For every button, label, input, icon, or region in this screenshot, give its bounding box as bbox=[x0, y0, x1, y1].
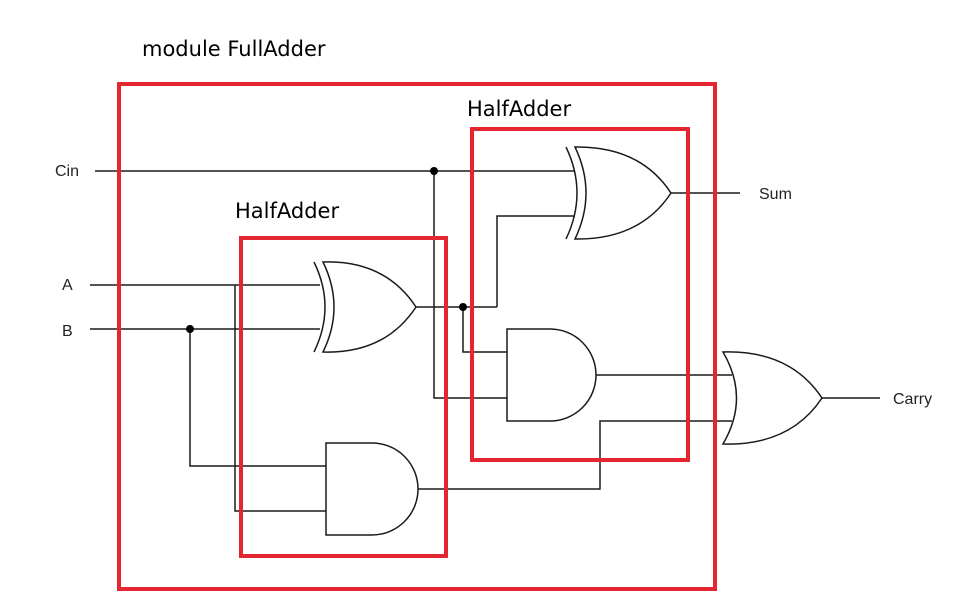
junction-xor1 bbox=[459, 303, 467, 311]
output-carry-label: Carry bbox=[893, 391, 932, 408]
xor-gate-1 bbox=[313, 261, 417, 353]
input-a-label: A bbox=[62, 277, 73, 294]
module-title: module FullAdder bbox=[142, 37, 326, 61]
wire-b-branch bbox=[189, 329, 326, 467]
module-box bbox=[117, 82, 717, 591]
half-adder-right-label: HalfAdder bbox=[467, 97, 571, 121]
and-gate-1 bbox=[325, 442, 419, 536]
junction-cin bbox=[430, 167, 438, 175]
xor-gate-2 bbox=[565, 146, 672, 240]
wire-a-branch bbox=[234, 285, 326, 512]
output-sum-label: Sum bbox=[759, 186, 792, 203]
wire-and1-out bbox=[418, 420, 732, 490]
half-adder-left-label: HalfAdder bbox=[235, 199, 339, 223]
half-adder-left-box bbox=[239, 236, 448, 558]
half-adder-right-box bbox=[470, 127, 690, 462]
wire-cin-branch bbox=[433, 171, 507, 399]
junction-b bbox=[186, 325, 194, 333]
input-b-label: B bbox=[62, 323, 73, 340]
input-cin-label: Cin bbox=[55, 163, 79, 180]
wire-xor1-to-xor2 bbox=[496, 215, 575, 307]
or-gate bbox=[721, 351, 823, 445]
wires bbox=[90, 170, 880, 512]
wire-xor1-to-and2 bbox=[462, 307, 507, 353]
and-gate-2 bbox=[506, 328, 597, 422]
